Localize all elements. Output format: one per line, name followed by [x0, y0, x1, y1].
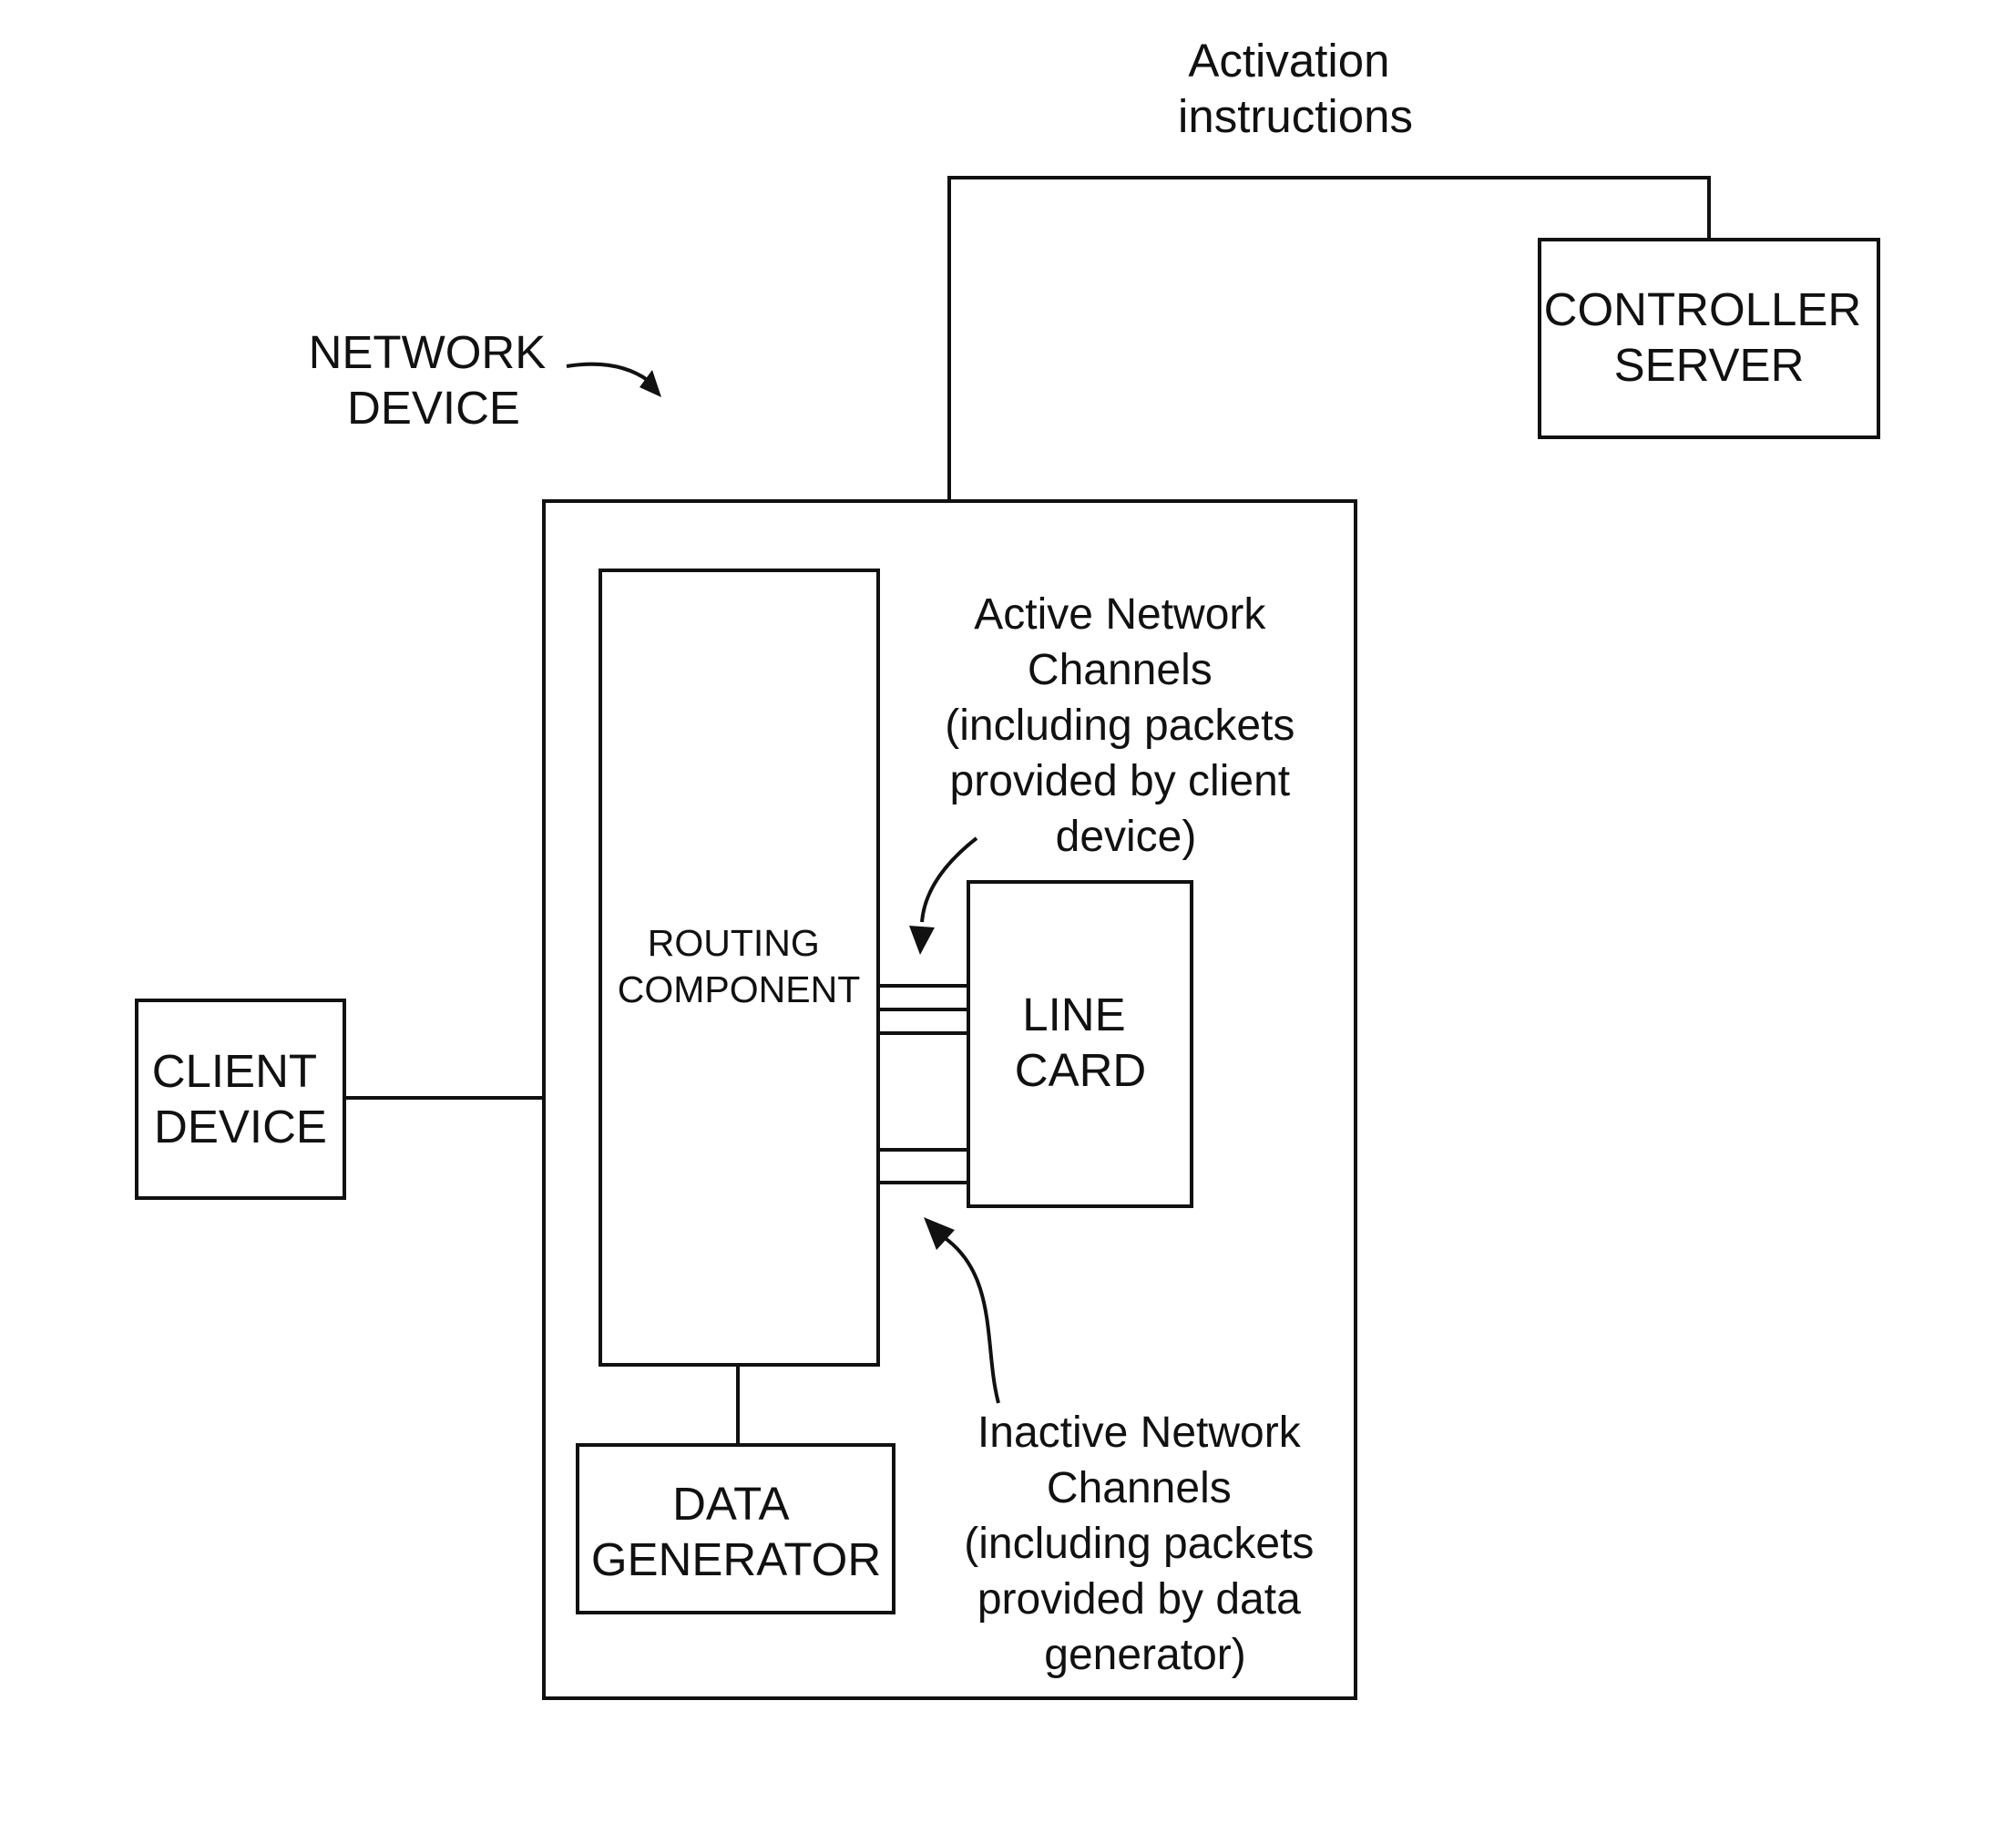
network-device-arrow — [567, 364, 649, 381]
network-device-arrow-head — [640, 370, 661, 397]
routing-component-box — [600, 570, 878, 1365]
client-device-box — [137, 1000, 344, 1198]
network-device-label: NETWORK DEVICE — [309, 326, 559, 434]
activation-instructions-label: Activation instructions — [1178, 35, 1413, 142]
